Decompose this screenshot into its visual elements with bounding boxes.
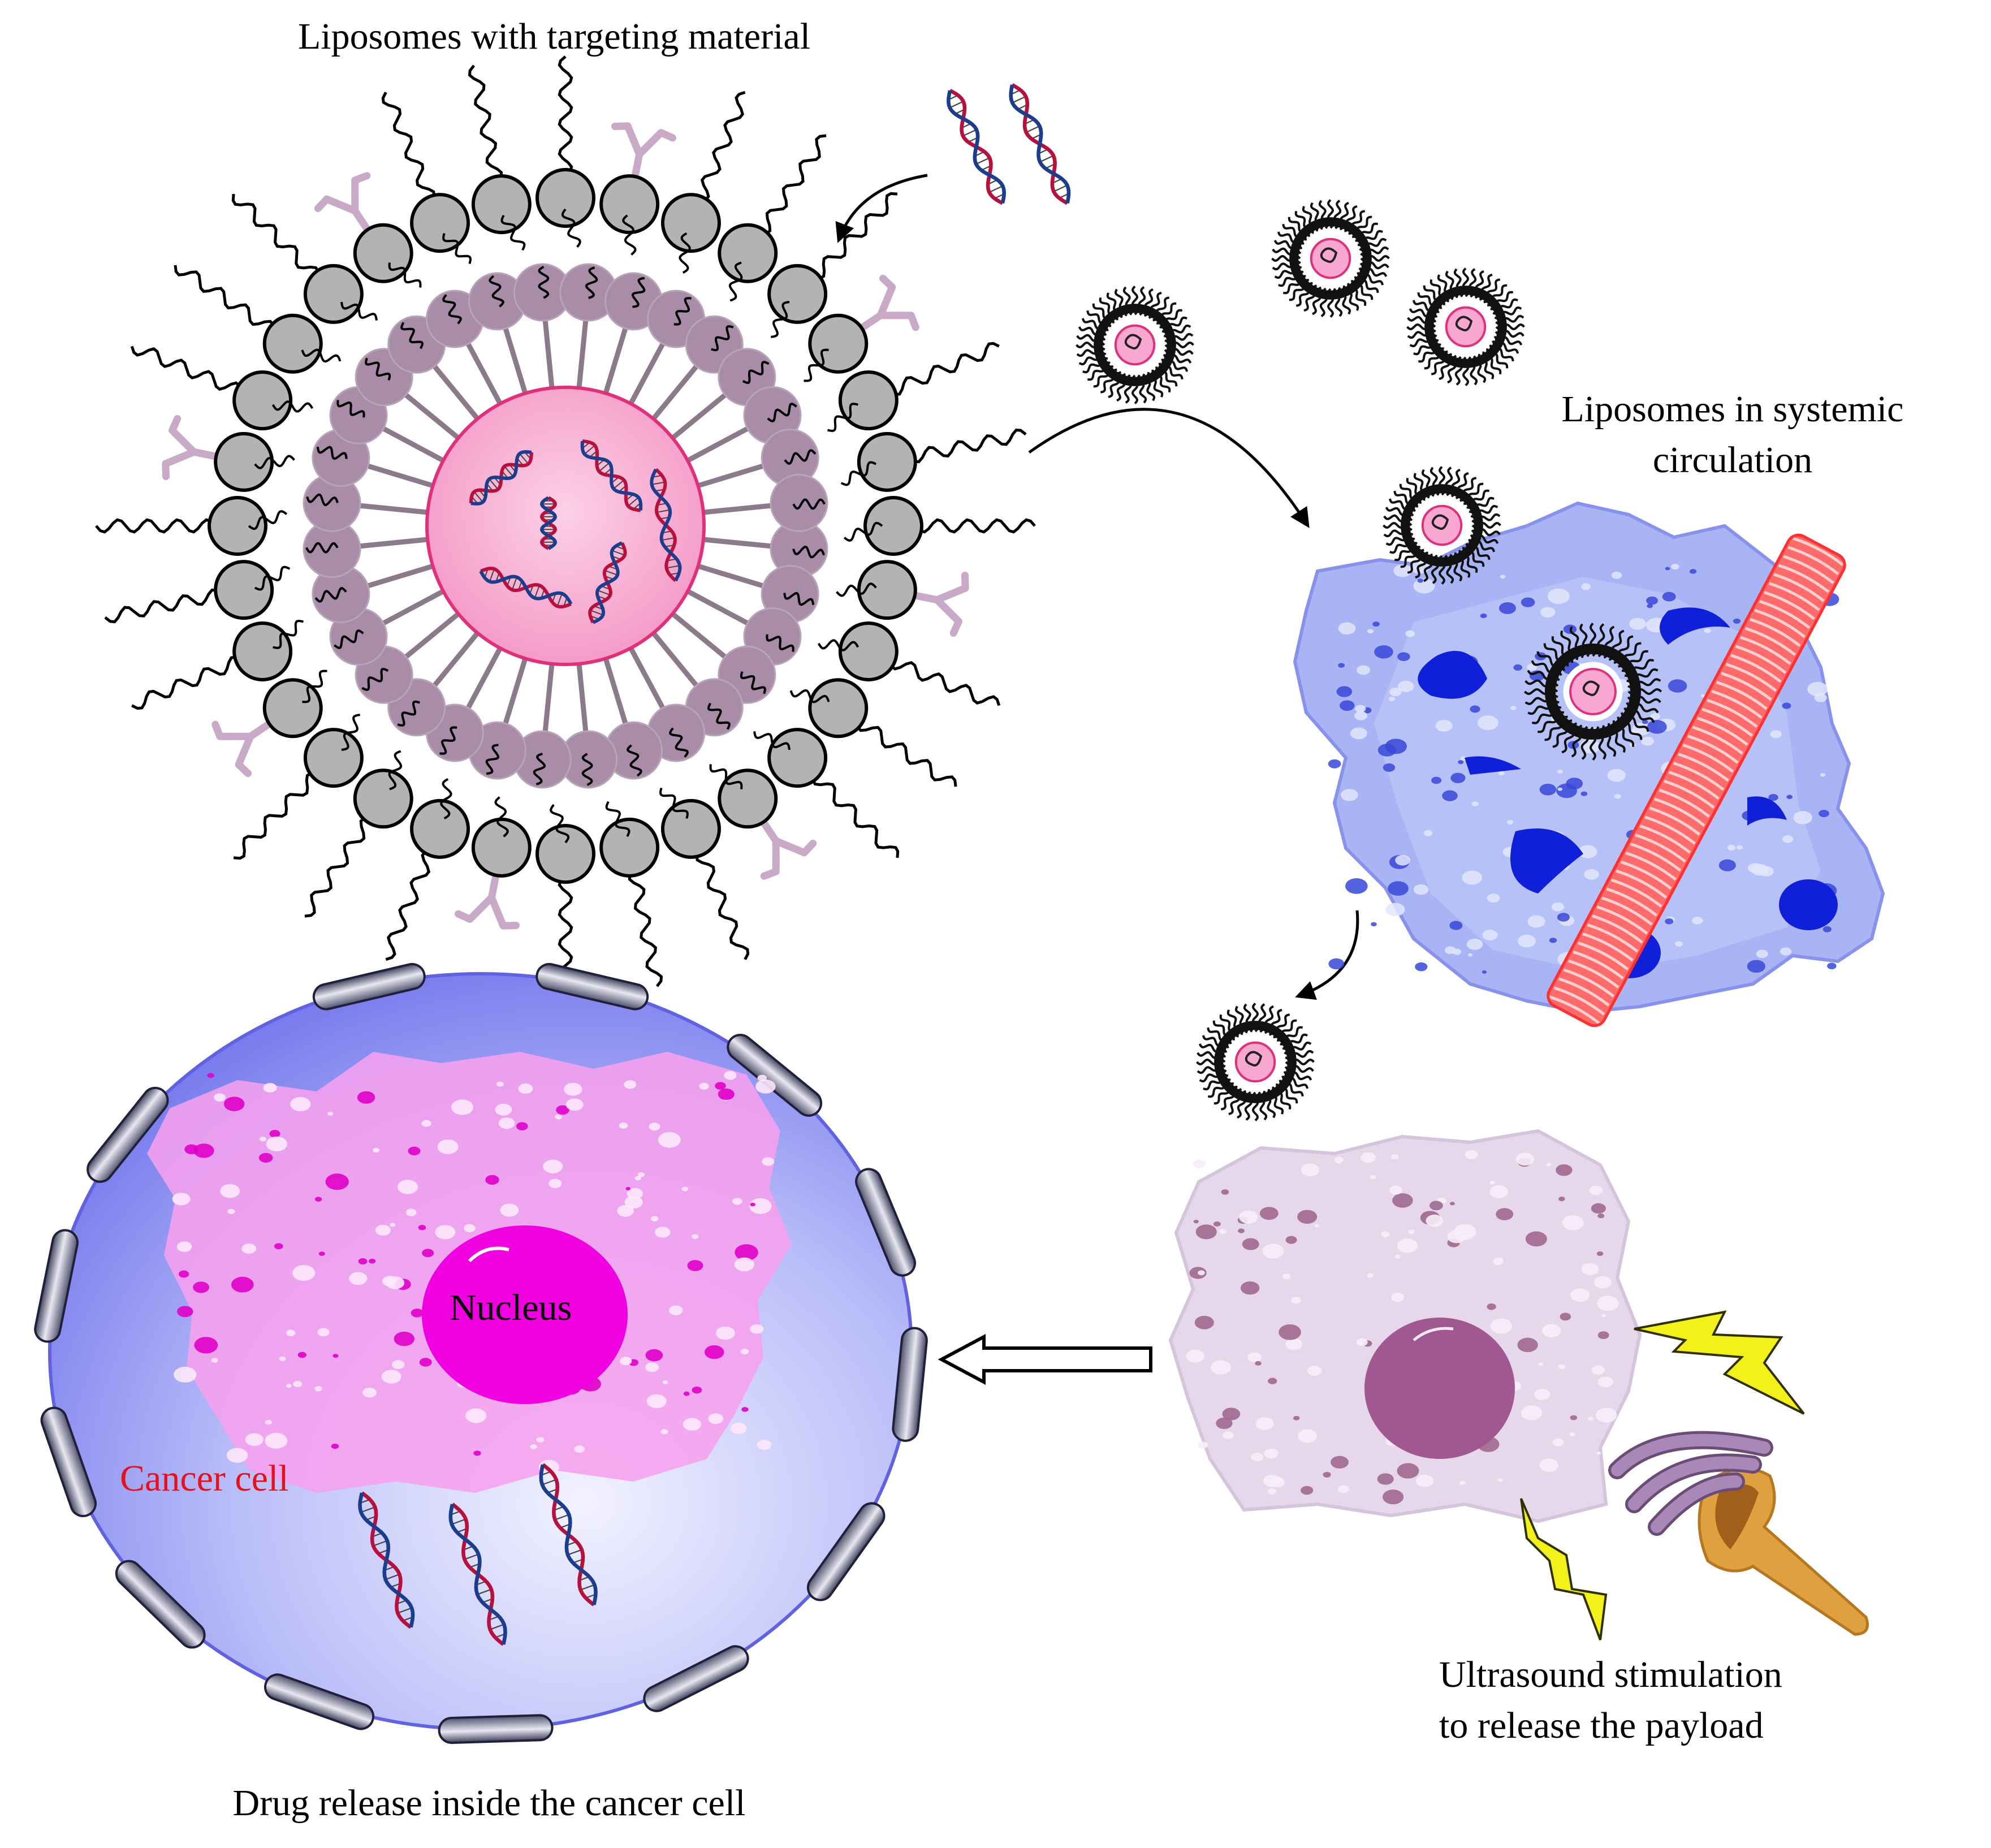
antibody-icon xyxy=(211,710,287,778)
dna-helix-icon xyxy=(539,496,558,550)
drug-release-label: Drug release inside the cancer cell xyxy=(232,1782,745,1824)
antibody-icon xyxy=(314,172,381,248)
free-dna-strands xyxy=(946,83,1071,205)
membrane-protein xyxy=(40,1406,97,1517)
dna-helix-icon xyxy=(539,1463,598,1607)
dna-helix-icon xyxy=(469,450,533,506)
antibody-icon xyxy=(750,804,817,880)
arrow-dna-to-liposome xyxy=(835,174,928,243)
membrane-protein xyxy=(34,1229,79,1343)
ultrasound-transducer xyxy=(1698,1467,1869,1636)
dna-helix-icon xyxy=(358,1491,415,1629)
targeted-liposome xyxy=(95,55,1036,996)
membrane-protein xyxy=(115,1560,206,1649)
inner-lipid-heads xyxy=(303,263,828,789)
cell-nucleus xyxy=(1779,879,1838,930)
dna-helix-icon xyxy=(588,541,627,624)
tissue-cells xyxy=(1293,501,1885,1027)
small-liposome xyxy=(1524,623,1662,761)
membrane-protein xyxy=(535,962,649,1011)
membrane-protein xyxy=(855,1168,916,1277)
arrow-to-cell xyxy=(1295,910,1359,1000)
circulation-label-line1: Liposomes in systemic xyxy=(1562,388,1904,430)
title-liposome-label: Liposomes with targeting material xyxy=(298,16,810,57)
released-dna xyxy=(358,1463,598,1646)
membrane-protein xyxy=(264,1673,375,1730)
lightning-icon xyxy=(1520,1310,1805,1640)
membrane-protein xyxy=(87,1086,169,1183)
ultrasound-label-line2: to release the payload xyxy=(1439,1705,1764,1746)
dna-helix-icon xyxy=(580,439,643,512)
cell-nucleus xyxy=(1418,651,1487,699)
cell-nucleus xyxy=(1510,828,1583,893)
membrane-protein xyxy=(438,1714,554,1744)
membrane-proteins xyxy=(34,962,928,1744)
targeting-ligands xyxy=(162,122,969,930)
membrane-protein xyxy=(806,1502,886,1601)
dna-helix-icon xyxy=(448,1502,507,1646)
dna-helix-icon xyxy=(650,468,682,582)
small-liposome xyxy=(1076,286,1194,404)
arrow-to-circulation xyxy=(1028,408,1310,528)
small-liposome xyxy=(1271,199,1390,318)
membrane-protein xyxy=(892,1327,928,1442)
arrow-to-cancer-cell xyxy=(938,1334,1152,1385)
small-liposome xyxy=(1196,1003,1315,1121)
antibody-icon xyxy=(844,274,919,342)
cancer-cell-label: Cancer cell xyxy=(120,1458,289,1499)
cancer-cell xyxy=(34,962,928,1744)
cancer-nucleus xyxy=(422,1225,628,1404)
inner-lipid-wavy-tails xyxy=(248,208,883,844)
nucleus-label: Nucleus xyxy=(450,1287,572,1328)
cell-nucleus xyxy=(1465,756,1521,775)
circulation-label-line2: circulation xyxy=(1653,439,1812,481)
antibody-icon xyxy=(454,854,520,930)
liposome-aqueous-core xyxy=(425,386,706,666)
cell-nucleus xyxy=(1747,796,1787,826)
small-liposome xyxy=(1383,466,1501,585)
encapsulated-dna xyxy=(469,439,682,624)
antibody-icon xyxy=(894,572,969,637)
ultrasound-label-line1: Ultrasound stimulation xyxy=(1439,1654,1782,1695)
antibody-icon xyxy=(162,414,237,480)
cell-nucleus xyxy=(1364,1318,1515,1459)
blood-vessel xyxy=(1547,533,1846,1027)
dna-helix-icon xyxy=(479,567,573,609)
outer-lipid-tails xyxy=(95,55,1036,996)
ultrasound-waves xyxy=(1608,1431,1773,1536)
cell-nucleus xyxy=(1660,607,1730,645)
target-cell xyxy=(1168,1129,1642,1523)
antibody-icon xyxy=(611,122,677,197)
membrane-protein xyxy=(643,1645,749,1712)
dna-helix-icon xyxy=(1009,83,1071,205)
dna-helix-icon xyxy=(946,89,1006,205)
small-liposome xyxy=(1406,267,1525,386)
membrane-protein xyxy=(312,962,426,1011)
